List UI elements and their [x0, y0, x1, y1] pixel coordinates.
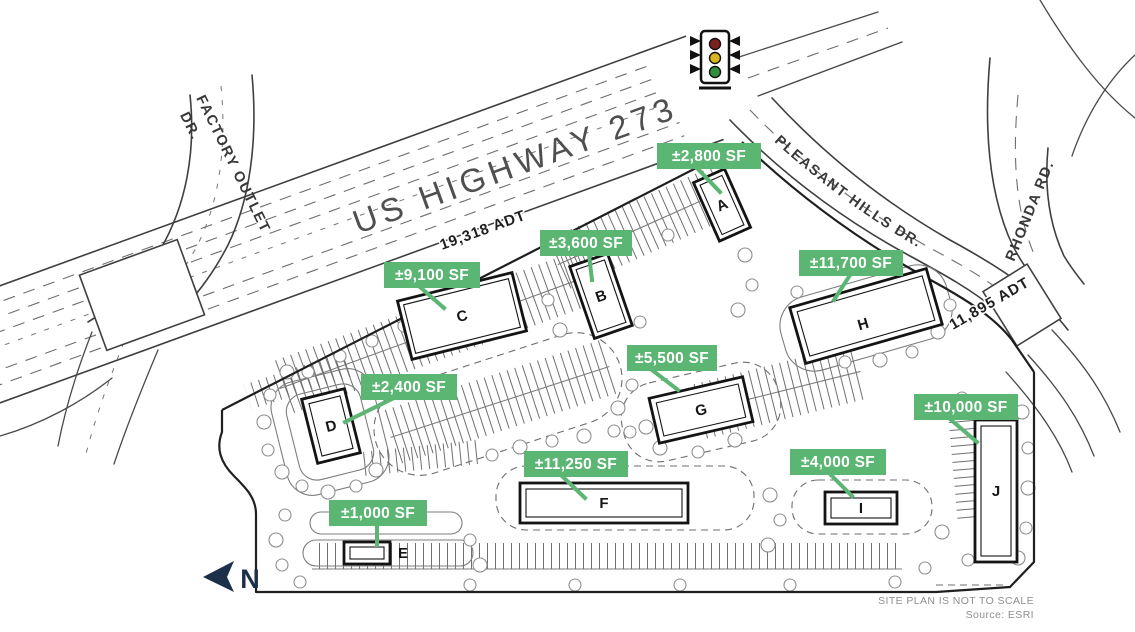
sf-label-c-text: ±9,100 SF [395, 267, 469, 284]
factory-outlet-dr-road [0, 74, 255, 465]
building-j-letter: J [992, 483, 1000, 500]
sf-label-d: ±2,400 SF [361, 374, 457, 400]
source-note: Source: ESRI [966, 609, 1034, 621]
building-j: J [973, 418, 1019, 564]
sf-label-f: ±11,250 SF [524, 451, 628, 477]
north-label: N [240, 564, 260, 594]
label-leader-lines [342, 165, 980, 547]
building-i: I [823, 490, 899, 526]
sf-label-b: ±3,600 SF [540, 230, 632, 256]
sf-label-h: ±11,700 SF [799, 250, 903, 276]
building-i-letter: I [859, 500, 863, 517]
building-h-letter: H [856, 315, 871, 334]
sf-label-a-text: ±2,800 SF [672, 148, 746, 165]
traffic-light-icon [690, 29, 740, 90]
building-c-letter: C [455, 307, 470, 326]
north-arrow-icon: N [203, 561, 260, 594]
sf-label-j-text: ±10,000 SF [924, 399, 1007, 416]
building-f-letter: F [599, 495, 608, 512]
sf-label-b-text: ±3,600 SF [549, 235, 623, 252]
sf-label-i: ±4,000 SF [790, 449, 886, 475]
sf-label-g-text: ±5,500 SF [635, 350, 709, 367]
sf-label-c: ±9,100 SF [384, 262, 480, 288]
sf-label-g: ±5,500 SF [627, 345, 717, 371]
svg-text:FACTORY OUTLET: FACTORY OUTLET [192, 93, 273, 236]
building-e: E [342, 540, 408, 566]
building-g: G [647, 375, 755, 445]
us-highway-273-road [0, 11, 903, 423]
trees [256, 228, 1036, 592]
sf-label-e: ±1,000 SF [329, 500, 427, 526]
building-e-letter: E [398, 545, 408, 562]
building-b: B [567, 251, 635, 341]
sf-label-h-text: ±11,700 SF [810, 255, 892, 272]
building-g-letter: G [694, 401, 709, 420]
highway-intersection-box [78, 238, 206, 352]
building-d: D [299, 386, 363, 466]
building-d-letter: D [324, 417, 339, 436]
rhonda-intersection-box [981, 262, 1063, 348]
sf-label-j: ±10,000 SF [914, 394, 1018, 420]
sf-label-f-text: ±11,250 SF [535, 456, 617, 473]
pleasant-hills-dr-label: PLEASANT HILLS DR. [771, 133, 925, 252]
building-h: H [788, 266, 944, 366]
sf-label-e-text: ±1,000 SF [341, 505, 415, 522]
rhonda-rd-road [986, 0, 1135, 285]
svg-text:DR.: DR. [176, 110, 203, 144]
us-highway-adt-label: 19,318 ADT [438, 207, 529, 254]
sf-label-a: ±2,800 SF [657, 143, 761, 169]
sf-label-i-text: ±4,000 SF [801, 454, 875, 471]
sf-label-d-text: ±2,400 SF [372, 379, 446, 396]
building-a: A [691, 167, 753, 243]
building-f: F [518, 481, 690, 525]
scale-note: SITE PLAN IS NOT TO SCALE [878, 595, 1034, 607]
